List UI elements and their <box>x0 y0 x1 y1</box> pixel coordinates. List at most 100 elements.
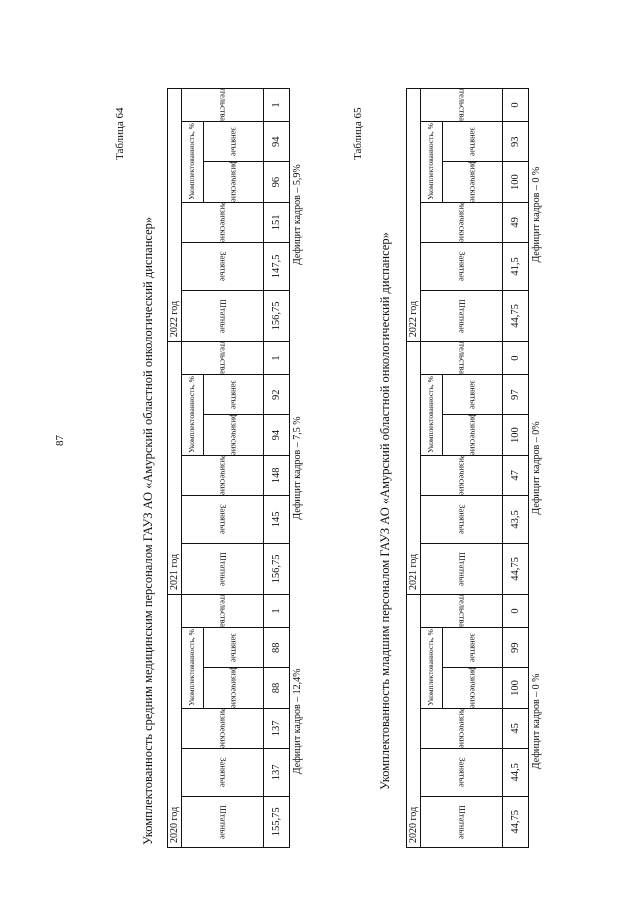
header-zanyatye-pct-text: занятые <box>229 127 240 157</box>
year-header: 2020 год <box>406 594 421 848</box>
header-zanyatye-pct: занятые <box>203 121 264 162</box>
header-koefficient-text: Коэффициент совместительства <box>218 342 228 375</box>
header-koefficient-text: Коэффициент совместительства <box>218 595 228 628</box>
header-fizicheskie-pct-text: физические <box>229 414 240 455</box>
table-cell: 94 <box>263 414 290 456</box>
header-zanyatye: Занятые <box>181 495 264 544</box>
header-fizicheskie: Физические <box>181 708 264 749</box>
header-zanyatye-pct: занятые <box>442 121 503 162</box>
header-zanyatye-pct-text: занятые <box>468 380 479 410</box>
table-cell: 0 <box>502 341 529 375</box>
page-number: 87 <box>54 435 66 446</box>
header-koefficient: Коэффициент совместительства <box>181 341 264 375</box>
table-title: Укомплектованность младшим персоналом ГА… <box>378 232 392 790</box>
header-fizicheskie: Физические <box>420 202 503 243</box>
header-shtatnye-text: Штатные <box>218 552 229 586</box>
table-cell: 100 <box>502 667 529 709</box>
table-label: Таблица 64 <box>114 107 126 160</box>
header-zanyatye-pct-text: занятые <box>468 127 479 157</box>
table-cell: 88 <box>263 627 290 668</box>
header-zanyatye-text: Занятые <box>218 251 229 282</box>
year-header: 2021 год <box>167 341 182 595</box>
table-cell: 47 <box>502 455 529 496</box>
header-fizicheskie: Физические <box>420 708 503 749</box>
header-fizicheskie: Физические <box>181 455 264 496</box>
header-shtatnye: Штатные <box>181 543 264 595</box>
table-cell: 155,75 <box>263 796 290 848</box>
table-cell: 0 <box>502 594 529 628</box>
header-fizicheskie-text: Физические <box>218 202 229 243</box>
table-cell: 156,75 <box>263 543 290 595</box>
header-zanyatye-pct-text: занятые <box>229 633 240 663</box>
table-cell: 151 <box>263 202 290 243</box>
header-ukomplektovannost: Укомплектованность, % <box>181 121 204 203</box>
header-fizicheskie-pct: физические <box>203 414 264 456</box>
table-cell: 100 <box>502 161 529 203</box>
header-koefficient-text: Коэффициент совместительства <box>457 342 467 375</box>
header-ukomplektovannost: Укомплектованность, % <box>420 627 443 709</box>
header-fizicheskie: Физические <box>181 202 264 243</box>
deficit-row: Дефицит кадров – 12,4%Дефицит кадров – 7… <box>292 88 303 848</box>
table-cell: 94 <box>263 121 290 162</box>
header-shtatnye-text: Штатные <box>218 804 229 839</box>
header-zanyatye: Занятые <box>181 748 264 797</box>
header-ukomplektovannost: Укомплектованность, % <box>181 627 204 709</box>
deficit-note: Дефицит кадров – 0% <box>531 421 542 515</box>
header-zanyatye-pct: занятые <box>442 627 503 668</box>
table-cell: 99 <box>502 627 529 668</box>
header-zanyatye-pct: занятые <box>442 374 503 415</box>
table-cell: 92 <box>263 374 290 415</box>
table-cell: 1 <box>263 88 290 122</box>
year-header: 2021 год <box>406 341 421 595</box>
header-zanyatye: Занятые <box>420 748 503 797</box>
header-fizicheskie-pct: физические <box>203 667 264 709</box>
header-zanyatye: Занятые <box>420 495 503 544</box>
table-cell: 43,5 <box>502 495 529 544</box>
table-cell: 148 <box>263 455 290 496</box>
header-shtatnye: Штатные <box>420 796 503 848</box>
header-zanyatye-text: Занятые <box>218 757 229 788</box>
deficit-note: Дефицит кадров – 0 % <box>531 673 542 770</box>
header-fizicheskie-pct-text: физические <box>468 161 479 202</box>
header-fizicheskie-pct-text: физические <box>468 667 479 708</box>
table-cell: 97 <box>502 374 529 415</box>
table-cell: 49 <box>502 202 529 243</box>
header-fizicheskie-text: Физические <box>218 455 229 496</box>
header-koefficient-text: Коэффициент совместительства <box>218 89 228 122</box>
header-zanyatye-pct-text: занятые <box>468 633 479 663</box>
header-shtatnye: Штатные <box>420 290 503 342</box>
table-cell: 44,75 <box>502 543 529 595</box>
year-header: 2022 год <box>167 88 182 342</box>
header-koefficient-text: Коэффициент совместительства <box>457 89 467 122</box>
header-koefficient: Коэффициент совместительства <box>420 88 503 122</box>
table-cell: 88 <box>263 667 290 709</box>
header-koefficient: Коэффициент совместительства <box>420 594 503 628</box>
header-zanyatye-pct: занятые <box>203 627 264 668</box>
table-cell: 93 <box>502 121 529 162</box>
table-cell: 45 <box>502 708 529 749</box>
table-title: Укомплектованность средним медицинским п… <box>141 216 155 845</box>
table-cell: 1 <box>263 341 290 375</box>
table-cell: 156,75 <box>263 290 290 342</box>
header-fizicheskie-pct: физические <box>442 414 503 456</box>
deficit-note: Дефицит кадров – 5,9% <box>292 164 303 266</box>
header-shtatnye-text: Штатные <box>457 552 468 586</box>
table-cell: 145 <box>263 495 290 544</box>
header-fizicheskie-pct-text: физические <box>229 667 240 708</box>
table-cell: 44,75 <box>502 290 529 342</box>
header-fizicheskie-text: Физические <box>218 708 229 749</box>
header-ukomplektovannost: Укомплектованность, % <box>420 121 443 203</box>
header-fizicheskie-pct: физические <box>203 161 264 203</box>
table-label: Таблица 65 <box>352 107 364 160</box>
table-cell: 137 <box>263 748 290 797</box>
year-header: 2022 год <box>406 88 421 342</box>
header-ukomplektovannost: Укомплектованность, % <box>420 374 443 456</box>
header-fizicheskie-text: Физические <box>457 202 468 243</box>
header-zanyatye-pct-text: занятые <box>229 380 240 410</box>
